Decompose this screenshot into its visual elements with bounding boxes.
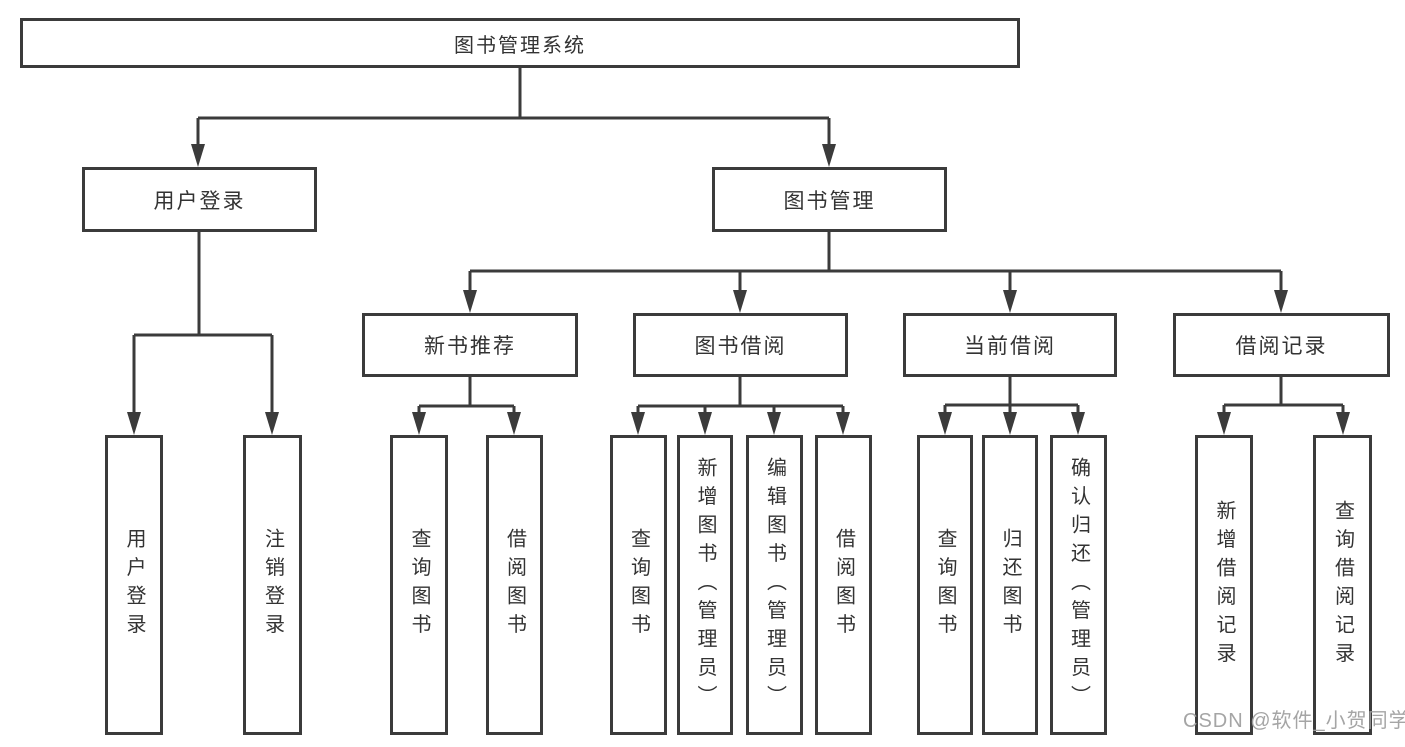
leaf-current-return: 归还图书 [982, 435, 1038, 735]
node-root-system: 图书管理系统 [20, 18, 1020, 68]
arrow-down-icon [1274, 290, 1288, 313]
arrow-down-icon [1071, 412, 1085, 435]
node-label: 新书推荐 [424, 335, 516, 358]
node-label: 新增图书（管理员） [694, 456, 716, 714]
arrow-down-icon [1003, 412, 1017, 435]
node-label: 确认归还（管理员） [1067, 456, 1090, 714]
node-book-manage: 图书管理 [712, 167, 947, 232]
node-label: 编辑图书（管理员） [763, 456, 786, 714]
arrow-down-icon [191, 144, 205, 167]
node-label: 借阅图书 [503, 528, 526, 642]
arrow-down-icon [631, 412, 645, 435]
leaf-current-query: 查询图书 [917, 435, 973, 735]
node-new-book-recommend: 新书推荐 [362, 313, 578, 377]
connector-root [196, 68, 831, 148]
arrow-down-icon [836, 412, 850, 435]
arrow-down-icon [822, 144, 836, 167]
node-label: 查询图书 [408, 528, 430, 642]
leaf-borrow-add-admin: 新增图书（管理员） [677, 435, 733, 735]
connector-records-branch [1222, 377, 1345, 416]
leaf-borrow-book: 借阅图书 [815, 435, 872, 735]
node-label: 图书借阅 [694, 335, 787, 358]
leaf-borrow-query: 查询图书 [610, 435, 667, 735]
arrow-down-icon [1336, 412, 1350, 435]
node-user-login: 用户登录 [82, 167, 317, 232]
node-label: 借阅图书 [832, 528, 855, 642]
leaf-borrow-edit-admin: 编辑图书（管理员） [746, 435, 803, 735]
node-label: 归还图书 [999, 528, 1021, 642]
arrow-down-icon [733, 290, 747, 313]
leaf-newbook-borrow: 借阅图书 [486, 435, 543, 735]
node-label: 查询图书 [627, 528, 650, 642]
node-label: 查询图书 [934, 528, 956, 642]
leaf-records-add: 新增借阅记录 [1195, 435, 1253, 735]
connector-borrow-branch [636, 377, 845, 416]
node-label: 注销登录 [261, 528, 284, 642]
arrow-down-icon [412, 412, 426, 435]
connector-newbook-branch [417, 377, 516, 416]
connector-current-branch [943, 377, 1080, 416]
arrow-down-icon [1003, 290, 1017, 313]
node-label: 图书管理 [783, 189, 876, 213]
leaf-records-query: 查询借阅记录 [1313, 435, 1372, 735]
leaf-newbook-query: 查询图书 [390, 435, 448, 735]
arrow-down-icon [767, 412, 781, 435]
arrow-down-icon [463, 290, 477, 313]
node-book-borrow: 图书借阅 [633, 313, 848, 377]
leaf-logout: 注销登录 [243, 435, 302, 735]
arrow-down-icon [698, 412, 712, 435]
arrow-down-icon [938, 412, 952, 435]
arrow-down-icon [507, 412, 521, 435]
node-label: 用户登录 [123, 528, 145, 642]
node-label: 图书管理系统 [454, 34, 586, 57]
arrow-down-icon [265, 412, 279, 435]
leaf-current-confirm-admin: 确认归还（管理员） [1050, 435, 1107, 735]
arrow-down-icon [127, 412, 141, 435]
node-label: 借阅记录 [1235, 335, 1328, 358]
node-borrow-records: 借阅记录 [1173, 313, 1390, 377]
node-label: 查询借阅记录 [1331, 499, 1354, 671]
node-current-borrow: 当前借阅 [903, 313, 1117, 377]
node-label: 当前借阅 [964, 335, 1056, 358]
node-label: 新增借阅记录 [1213, 499, 1235, 671]
csdn-watermark: CSDN @软件_小贺同学 [1183, 710, 1405, 732]
leaf-user-login: 用户登录 [105, 435, 163, 735]
connector-manage-branch [468, 232, 1283, 294]
connector-login-branch [132, 232, 274, 416]
arrow-down-icon [1217, 412, 1231, 435]
node-label: 用户登录 [153, 189, 246, 213]
